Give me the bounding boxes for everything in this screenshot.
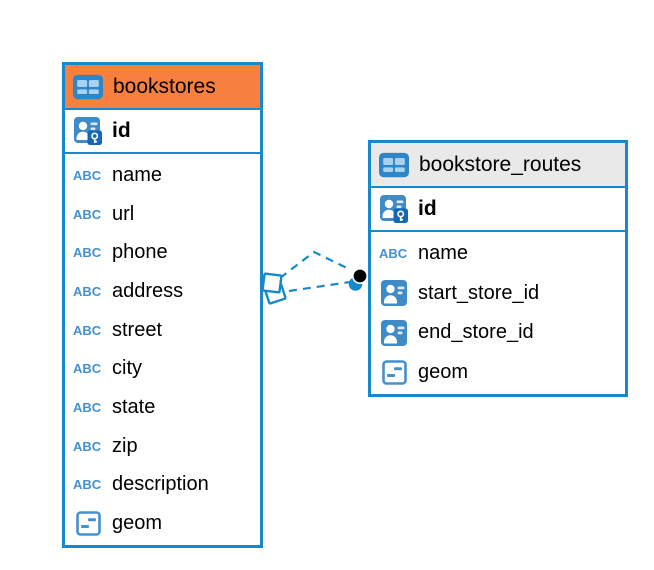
- column-name: geom: [112, 512, 163, 535]
- column-name: url: [112, 202, 135, 225]
- geometry-type-icon: [379, 359, 409, 385]
- table-title: bookstore_routes: [419, 152, 582, 176]
- column-row[interactable]: start_store_id: [371, 274, 625, 314]
- column-name: street: [112, 318, 163, 341]
- table-card-bookstore-routes[interactable]: bookstore_routes id ABC: [368, 140, 628, 397]
- column-row[interactable]: geom: [65, 504, 260, 543]
- table-header-bookstore-routes[interactable]: bookstore_routes: [371, 143, 625, 188]
- text-type-icon: ABC: [73, 283, 102, 299]
- column-row[interactable]: ABC zip: [65, 427, 260, 466]
- text-type-icon: ABC: [73, 245, 102, 261]
- relation-line[interactable]: [279, 250, 352, 279]
- column-row[interactable]: ABC phone: [65, 233, 260, 272]
- table-header-bookstores[interactable]: bookstores: [65, 65, 260, 110]
- text-type-icon: ABC: [379, 246, 408, 262]
- column-row[interactable]: ABC name: [65, 156, 260, 195]
- column-name: name: [112, 163, 163, 186]
- text-type-icon: ABC: [73, 167, 102, 183]
- geometry-type-icon: [73, 511, 103, 536]
- text-type-icon: ABC: [73, 361, 102, 377]
- column-name: state: [112, 396, 156, 419]
- column-name: phone: [112, 241, 168, 264]
- column-name: geom: [418, 360, 469, 383]
- text-type-icon: ABC: [73, 322, 102, 338]
- text-type-icon: ABC: [73, 438, 102, 454]
- text-type-icon: ABC: [73, 477, 102, 493]
- table-icon: [73, 74, 103, 100]
- column-name: id: [418, 197, 437, 220]
- column-list: ABC name ABC url ABC phone ABC address A…: [65, 154, 260, 545]
- column-row[interactable]: geom: [371, 353, 625, 393]
- relation-line[interactable]: [288, 280, 351, 293]
- text-type-icon: ABC: [73, 206, 102, 222]
- column-row[interactable]: ABC address: [65, 272, 260, 311]
- column-name: id: [112, 119, 131, 142]
- column-row[interactable]: ABC name: [371, 234, 625, 274]
- table-title: bookstores: [113, 74, 216, 98]
- column-name: description: [112, 473, 209, 496]
- column-row[interactable]: ABC city: [65, 350, 260, 389]
- column-name: address: [112, 279, 184, 302]
- column-name: city: [112, 357, 142, 380]
- column-row[interactable]: ABC url: [65, 195, 260, 234]
- column-name: name: [418, 242, 469, 265]
- table-icon: [379, 152, 409, 178]
- foreign-key-icon: [379, 280, 409, 307]
- relation-target-marker[interactable]: [348, 267, 368, 291]
- column-row[interactable]: ABC description: [65, 466, 260, 505]
- column-name: zip: [112, 434, 138, 457]
- relation-source-marker[interactable]: [261, 272, 287, 305]
- text-type-icon: ABC: [73, 400, 102, 416]
- column-name: end_store_id: [418, 321, 534, 344]
- foreign-key-icon: [379, 319, 409, 346]
- column-row[interactable]: ABC street: [65, 311, 260, 350]
- table-card-bookstores[interactable]: bookstores id ABC: [62, 62, 263, 548]
- primary-key-icon: [73, 117, 103, 145]
- column-row[interactable]: ABC state: [65, 388, 260, 427]
- column-list: ABC name start_store_id: [371, 232, 625, 394]
- primary-key-row[interactable]: id: [371, 188, 625, 232]
- primary-key-icon: [379, 195, 409, 223]
- primary-key-row[interactable]: id: [65, 110, 260, 154]
- column-row[interactable]: end_store_id: [371, 313, 625, 353]
- column-name: start_store_id: [418, 281, 540, 304]
